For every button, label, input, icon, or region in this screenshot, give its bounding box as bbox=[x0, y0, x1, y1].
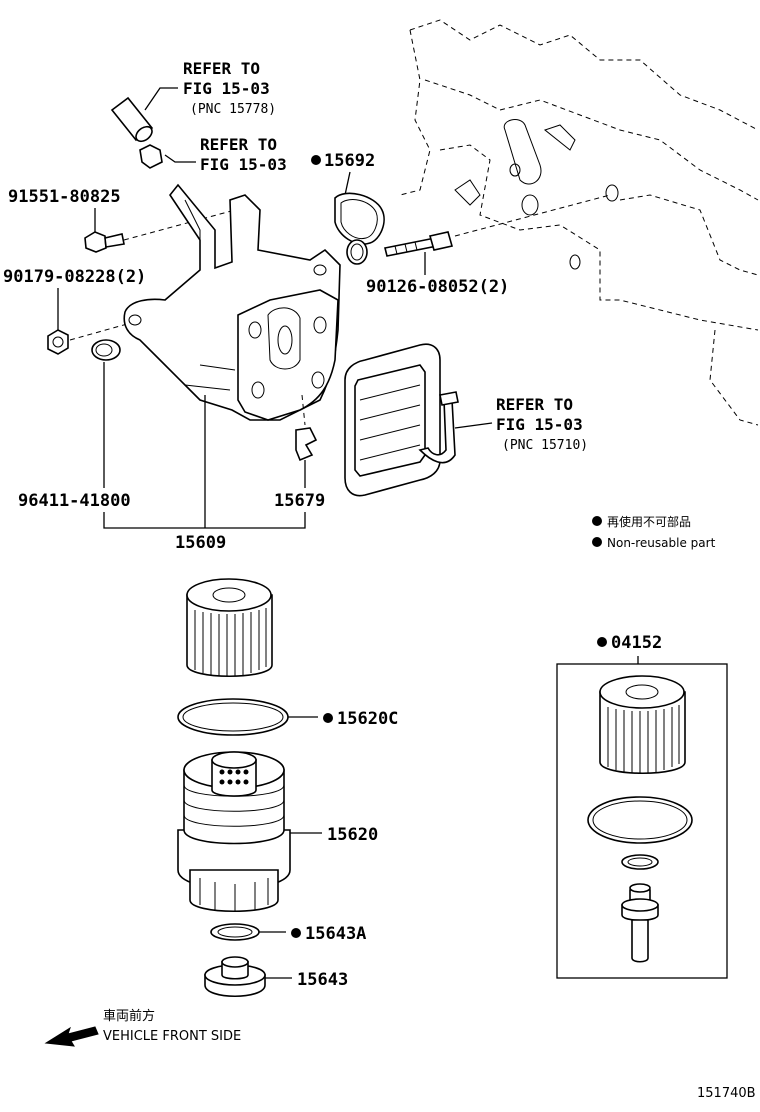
vehicle-front-jp: 車両前方 bbox=[103, 1008, 155, 1024]
label-91551-80825: 91551-80825 bbox=[8, 187, 121, 207]
legend-dot-en bbox=[592, 537, 602, 547]
label-15679: 15679 bbox=[274, 491, 325, 511]
ring-96411-drawing bbox=[91, 339, 121, 361]
legend-jp: 再使用不可部品 bbox=[607, 514, 691, 529]
non-reusable-dot-15620c bbox=[323, 713, 333, 723]
non-reusable-dot-15643a bbox=[291, 928, 301, 938]
kit-oring-large-drawing bbox=[587, 796, 693, 844]
kit-box-04152 bbox=[556, 663, 728, 979]
legend-dot-jp bbox=[592, 516, 602, 526]
label-96411-41800: 96411-41800 bbox=[18, 491, 131, 511]
kit-oring-small-drawing bbox=[621, 854, 659, 870]
ref1-line1: REFER TO bbox=[183, 59, 260, 78]
label-90126-08052: 90126-08052(2) bbox=[366, 277, 509, 297]
kit-filter-element-drawing bbox=[599, 675, 686, 774]
ref1-pnc: (PNC 15778) bbox=[190, 102, 276, 117]
ref3-pnc: (PNC 15710) bbox=[502, 438, 588, 453]
vehicle-front-en: VEHICLE FRONT SIDE bbox=[103, 1029, 241, 1044]
gasket-15692-drawing bbox=[334, 192, 385, 265]
stud-90126-drawing bbox=[384, 231, 454, 257]
engine-block-drawing bbox=[399, 19, 759, 426]
figure-id: 151740B bbox=[697, 1086, 756, 1101]
ref2-line1: REFER TO bbox=[200, 135, 277, 154]
label-15620c: 15620C bbox=[337, 709, 398, 729]
label-15643a: 15643A bbox=[305, 924, 366, 944]
label-15692: 15692 bbox=[324, 151, 375, 171]
vehicle-front-arrow-icon bbox=[44, 1026, 99, 1047]
label-15643: 15643 bbox=[297, 970, 348, 990]
hose-pipe-drawing bbox=[110, 96, 154, 143]
bolt-91551-drawing bbox=[84, 231, 125, 253]
label-15609: 15609 bbox=[175, 533, 226, 553]
label-04152: 04152 bbox=[611, 633, 662, 653]
label-15620: 15620 bbox=[327, 825, 378, 845]
filter-element-drawing bbox=[186, 578, 273, 677]
non-reusable-dot-04152 bbox=[597, 637, 607, 647]
ref3-line1: REFER TO bbox=[496, 395, 573, 414]
kit-drain-tube-drawing bbox=[621, 883, 659, 963]
oil-cooler-drawing bbox=[344, 343, 459, 497]
drain-plug-15643-drawing bbox=[204, 956, 266, 998]
clip-15679-drawing bbox=[295, 427, 318, 462]
filter-bracket-15609-drawing bbox=[123, 183, 341, 421]
label-90179-08228: 90179-08228(2) bbox=[3, 267, 146, 287]
ref1-line2: FIG 15-03 bbox=[183, 79, 270, 98]
non-reusable-dot-15692 bbox=[311, 155, 321, 165]
filter-cap-15620-drawing bbox=[177, 751, 291, 912]
ref3-line2: FIG 15-03 bbox=[496, 415, 583, 434]
nut-90179-drawing bbox=[47, 329, 69, 355]
oring-15620c-drawing bbox=[177, 698, 289, 736]
ref2-line2: FIG 15-03 bbox=[200, 155, 287, 174]
legend-en: Non-reusable part bbox=[607, 536, 716, 550]
